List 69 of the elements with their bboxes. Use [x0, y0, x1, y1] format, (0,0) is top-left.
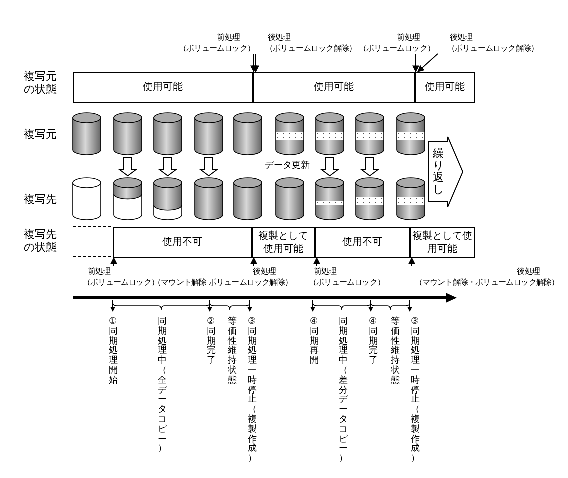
- disk-cylinder: [72, 177, 102, 221]
- state-box: 使用不可: [315, 227, 410, 258]
- callout-text: （ボリュームロック）: [308, 277, 385, 288]
- disk-cylinder: [233, 177, 263, 221]
- disk-cylinder: [194, 177, 224, 221]
- row-label: 複写先の状態: [24, 228, 58, 254]
- hollow-arrow: [200, 158, 218, 177]
- disk-cylinder: [355, 112, 385, 156]
- hollow-arrow: [360, 158, 380, 177]
- callout-text: （ボリュームロック）: [178, 43, 255, 54]
- disk-cylinder: [396, 112, 426, 156]
- state-box: 使用不可: [113, 227, 252, 258]
- phase-label: ③同期処理一時停止（複製作成）: [248, 318, 258, 465]
- callout-text: （ボリュームロック解除）: [447, 43, 539, 54]
- state-box: 複製として使用可能: [252, 227, 315, 258]
- callout-title: 前処理: [314, 266, 337, 277]
- callout-title: 前処理: [88, 266, 111, 277]
- callout-text: （マウント解除・ボリュームロック解除）: [414, 277, 560, 288]
- disk-cylinder: [194, 112, 224, 156]
- leader-line: [250, 54, 258, 73]
- callout-text: （ボリュームロック解除）: [265, 43, 357, 54]
- disk-cylinder: [72, 112, 102, 156]
- hollow-arrow: [158, 158, 178, 177]
- disk-cylinder: [153, 112, 183, 156]
- callout-text: （ボリュームロック）: [82, 277, 159, 288]
- leader-line: [252, 54, 260, 73]
- state-box: 使用可能: [253, 72, 415, 103]
- state-box: 複製として使用可能: [410, 227, 475, 258]
- phase-label: 等価性維持状態: [391, 318, 401, 387]
- disk-cylinder: [233, 112, 263, 156]
- callout-title: 後処理: [517, 266, 540, 277]
- disk-cylinder: [396, 177, 426, 221]
- hollow-arrow: [320, 158, 340, 177]
- callout-title: 後処理: [450, 32, 473, 43]
- leader-line: [408, 257, 416, 266]
- state-box: 使用可能: [73, 72, 253, 103]
- arrow-label: 繰り返し: [433, 148, 445, 196]
- callout-title: 後処理: [268, 32, 291, 43]
- phase-label: ④同期完了: [369, 318, 379, 367]
- annotation-text: データ更新: [265, 160, 311, 173]
- disk-cylinder: [355, 177, 385, 221]
- phase-label: 同期処理中（全データコピー）: [158, 318, 168, 456]
- leader-line: [110, 257, 118, 266]
- row-label: 複写元の状態: [24, 70, 58, 96]
- callout-text: （ボリュームロック）: [358, 43, 435, 54]
- leader-line: [412, 54, 420, 73]
- row-label: 複写元: [24, 128, 58, 141]
- phase-label: ②同期完了: [207, 318, 217, 367]
- leader-line: [417, 54, 438, 72]
- disk-cylinder: [275, 112, 305, 156]
- leader-line: [250, 257, 258, 266]
- callout-title: 前処理: [397, 32, 420, 43]
- phase-label: 同期処理中（差分データコピー）: [339, 318, 349, 465]
- callout-title: 後処理: [253, 266, 276, 277]
- leader-line: [314, 257, 320, 266]
- phase-label: ①同期処理開始: [109, 318, 119, 387]
- phase-label: ③同期処理一時停止（複製作成）: [411, 318, 421, 465]
- phase-label: 等価性維持状態: [228, 318, 238, 387]
- hollow-arrow: [118, 158, 138, 177]
- state-box: 使用可能: [415, 72, 475, 103]
- disk-cylinder: [315, 177, 345, 221]
- callout-title: 前処理: [217, 32, 240, 43]
- disk-cylinder: [153, 177, 183, 221]
- disk-cylinder: [113, 112, 143, 156]
- row-label: 複写先: [24, 193, 58, 206]
- disk-cylinder: [275, 177, 305, 221]
- disk-cylinder: [113, 177, 143, 221]
- phase-label: ④同期再開: [310, 318, 320, 367]
- disk-cylinder: [315, 112, 345, 156]
